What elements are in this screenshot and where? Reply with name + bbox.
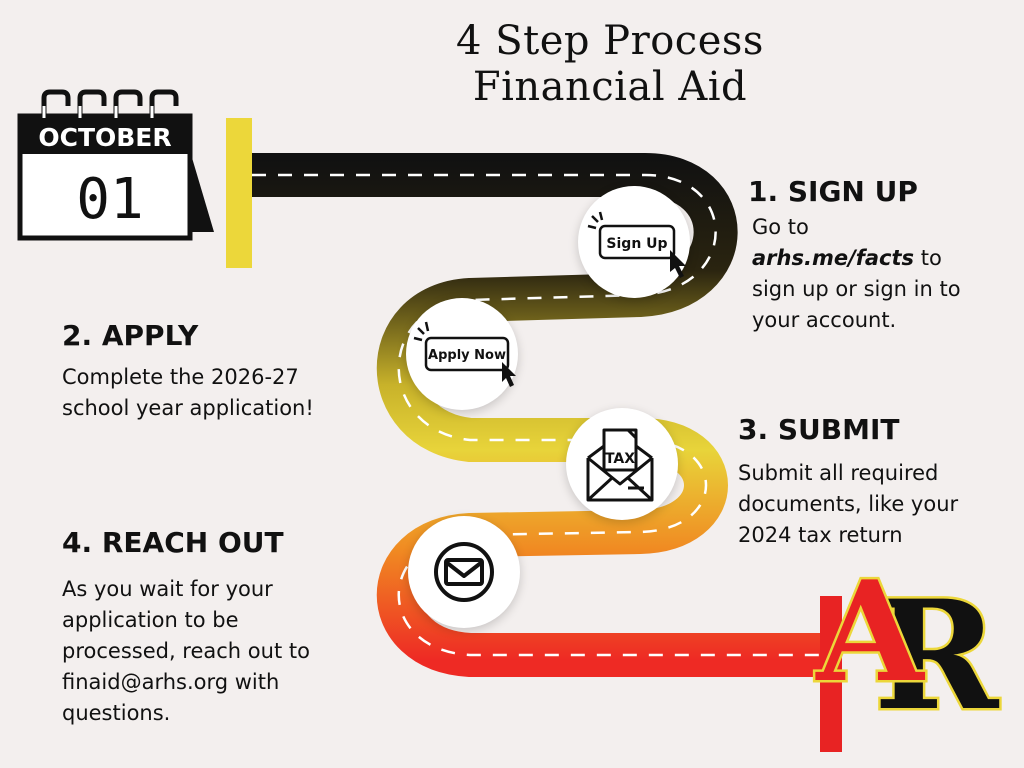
step-1-line-3: sign up or sign in to bbox=[752, 277, 961, 301]
step-1-line-1: Go to bbox=[752, 215, 809, 239]
step-3-text: Submit all required documents, like your… bbox=[738, 458, 958, 551]
step-4-heading: 4. REACH OUT bbox=[62, 526, 284, 559]
cursor-icon bbox=[670, 250, 686, 278]
sign-up-button-label: Sign Up bbox=[606, 236, 667, 252]
calendar-month: OCTOBER bbox=[38, 123, 171, 152]
page-title: 4 Step Process Financial Aid bbox=[380, 18, 840, 110]
step-2-heading: 2. APPLY bbox=[62, 319, 199, 352]
step-1-line-2-tail: to bbox=[920, 246, 942, 270]
click-spark-icon bbox=[413, 321, 430, 342]
step-3-line-2: documents, like your bbox=[738, 492, 959, 516]
step-4-line-3: processed, reach out to bbox=[62, 639, 310, 663]
apply-now-circle: Apply Now bbox=[406, 298, 518, 410]
click-spark-icon bbox=[587, 211, 604, 230]
apply-now-button-icon bbox=[424, 336, 510, 372]
title-line-2: Financial Aid bbox=[472, 64, 748, 110]
sign-up-circle: Sign Up bbox=[578, 186, 690, 298]
step-4-line-4: finaid@arhs.org with bbox=[62, 667, 310, 698]
step-1-text: Go to arhs.me/facts to sign up or sign i… bbox=[752, 212, 961, 336]
finaid-email-link[interactable]: finaid@arhs.org with bbox=[62, 670, 280, 694]
step-2-line-1: Complete the 2026-27 bbox=[62, 365, 299, 389]
step-1-heading: 1. SIGN UP bbox=[748, 175, 918, 208]
mail-circle bbox=[408, 516, 520, 628]
cursor-icon bbox=[502, 362, 516, 387]
step-3-heading: 3. SUBMIT bbox=[738, 413, 900, 446]
road-lane-dashes bbox=[252, 173, 820, 657]
title-line-1: 4 Step Process bbox=[456, 18, 764, 64]
step-2-line-2: school year application! bbox=[62, 396, 314, 420]
road-path bbox=[252, 153, 820, 677]
calendar-day: 01 bbox=[76, 167, 143, 232]
step-4-line-2: application to be bbox=[62, 608, 239, 632]
svg-text:R: R bbox=[874, 568, 1000, 744]
tax-envelope-circle: TAX bbox=[566, 408, 678, 520]
apply-now-button-label: Apply Now bbox=[428, 348, 506, 363]
start-post bbox=[226, 118, 252, 268]
end-post bbox=[820, 596, 842, 752]
mail-icon bbox=[434, 542, 494, 602]
facts-link[interactable]: arhs.me/facts bbox=[752, 246, 915, 270]
svg-text:A: A bbox=[814, 550, 925, 713]
calendar-icon: OCTOBER 01 bbox=[17, 89, 214, 241]
ar-logo: R A bbox=[812, 548, 1002, 747]
tax-label: TAX bbox=[605, 451, 635, 467]
step-1-line-2: arhs.me/facts to bbox=[752, 243, 961, 274]
step-4-line-1: As you wait for your bbox=[62, 577, 273, 601]
step-4-line-5: questions. bbox=[62, 701, 171, 725]
step-4-text: As you wait for your application to be p… bbox=[62, 574, 310, 729]
step-1-line-4: your account. bbox=[752, 308, 897, 332]
step-3-line-1: Submit all required bbox=[738, 461, 939, 485]
sign-up-button-icon bbox=[598, 224, 676, 260]
step-2-text: Complete the 2026-27 school year applica… bbox=[62, 362, 314, 424]
tax-envelope-icon bbox=[586, 428, 654, 502]
step-3-line-3: 2024 tax return bbox=[738, 523, 903, 547]
